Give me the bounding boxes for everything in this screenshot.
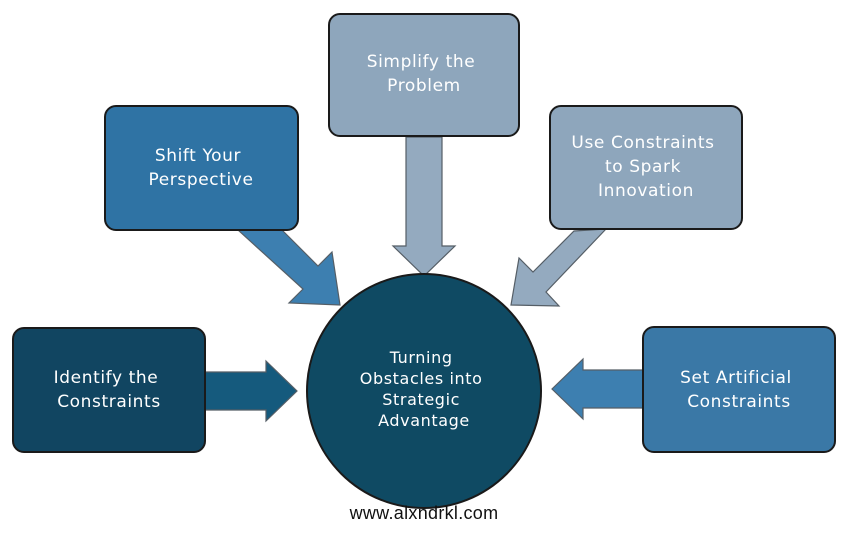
node-use-constraints-to-spark-innovation: Use Constraints to Spark Innovation — [549, 105, 743, 230]
node-label-line: Constraints — [57, 392, 161, 412]
node-label: Simplify the Problem — [367, 52, 482, 96]
arrow-innovation-to-center — [510, 228, 608, 307]
node-label-line: Use Constraints — [571, 133, 714, 153]
node-label-line: Simplify the — [367, 52, 476, 72]
node-label: Shift Your Perspective — [148, 146, 253, 190]
node-label-line: Set Artificial — [680, 368, 792, 388]
node-label: Use Constraints to Spark Innovation — [571, 133, 720, 201]
center-label-line: Turning — [389, 348, 453, 367]
node-label-line: to Spark — [605, 157, 681, 177]
arrow-shift-to-center — [236, 221, 341, 306]
node-label-line: Perspective — [148, 170, 253, 190]
arrow-artificial-to-center — [551, 357, 644, 421]
node-simplify-the-problem: Simplify the Problem — [328, 13, 520, 137]
node-shift-your-perspective: Shift Your Perspective — [104, 105, 299, 231]
center-label-line: Obstacles into — [360, 369, 483, 388]
center-label-line: Strategic — [382, 390, 460, 409]
node-label: Identify the Constraints — [54, 368, 165, 412]
center-label-line: Advantage — [378, 411, 470, 430]
node-identify-the-constraints: Identify the Constraints — [12, 327, 206, 453]
node-label-line: Shift Your — [155, 146, 241, 166]
node-set-artificial-constraints: Set Artificial Constraints — [642, 326, 836, 453]
footer-website: www.alxndrkl.com — [349, 503, 499, 523]
center-label: Turning Obstacles into Strategic Advanta… — [360, 348, 488, 430]
node-label-line: Problem — [387, 76, 461, 96]
node-label-line: Constraints — [687, 392, 791, 412]
arrow-simplify-to-center — [391, 136, 457, 277]
node-label: Set Artificial Constraints — [680, 368, 798, 412]
node-label-line: Identify the — [54, 368, 159, 388]
node-label-line: Innovation — [598, 181, 694, 201]
arrow-identify-to-center — [204, 359, 298, 423]
center-node-turning-obstacles: Turning Obstacles into Strategic Advanta… — [306, 273, 542, 509]
